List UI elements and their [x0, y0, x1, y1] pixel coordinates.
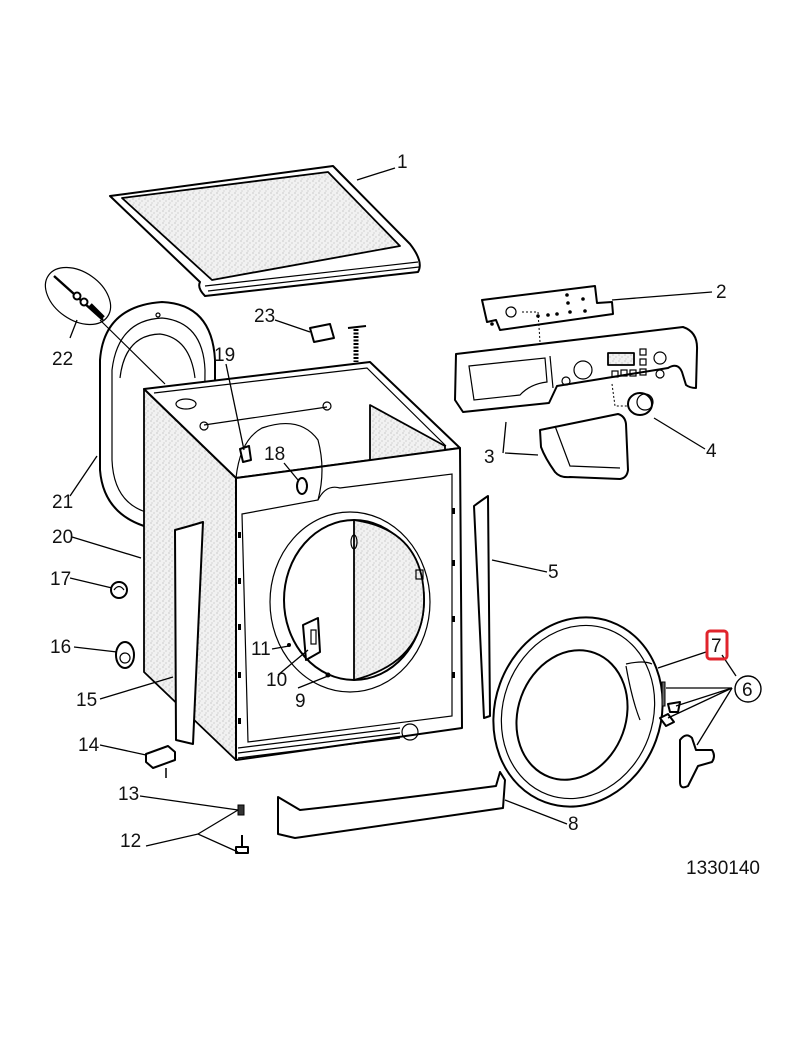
part-clip[interactable] — [239, 445, 252, 463]
part-left-trim-strip[interactable] — [174, 521, 204, 745]
callout-8[interactable]: 8 — [568, 814, 579, 835]
part-control-board[interactable] — [481, 285, 614, 331]
diagram-reference-number: 1330140 — [686, 858, 760, 879]
callout-22[interactable]: 22 — [52, 349, 73, 370]
callout-11[interactable]: 11 — [251, 639, 271, 660]
callout-9[interactable]: 9 — [295, 691, 306, 712]
callout-19[interactable]: 19 — [214, 345, 235, 366]
part-adjustable-foot[interactable] — [235, 835, 249, 854]
callout-5[interactable]: 5 — [548, 562, 559, 583]
part-corner-bracket[interactable] — [145, 745, 176, 778]
part-control-knob[interactable] — [627, 392, 654, 416]
part-control-panel[interactable] — [454, 326, 699, 413]
part-door-assembly[interactable] — [467, 593, 689, 830]
callout-labels: 1 2 3 4 5 6 7 8 9 10 11 12 13 14 15 16 1… — [50, 152, 762, 852]
callout-1[interactable]: 1 — [397, 152, 408, 173]
callout-2[interactable]: 2 — [716, 282, 727, 303]
part-cabinet[interactable] — [143, 361, 463, 761]
part-right-trim-strip[interactable] — [473, 495, 491, 719]
part-plinth[interactable] — [277, 771, 506, 839]
leader-lines — [69, 167, 737, 853]
callout-18[interactable]: 18 — [264, 444, 285, 465]
callout-3[interactable]: 3 — [484, 447, 495, 468]
callout-21[interactable]: 21 — [52, 492, 73, 513]
part-door-handle-kit[interactable] — [659, 681, 715, 789]
callout-23[interactable]: 23 — [254, 306, 275, 327]
part-grommet[interactable] — [110, 581, 128, 599]
part-cable-clamp[interactable] — [115, 641, 135, 669]
callout-17[interactable]: 17 — [50, 569, 71, 590]
callout-6[interactable]: 6 — [742, 680, 753, 701]
part-top-cover[interactable] — [109, 165, 421, 297]
callout-15[interactable]: 15 — [76, 690, 97, 711]
part-dispenser-handle[interactable] — [539, 413, 629, 480]
callout-12[interactable]: 12 — [120, 831, 141, 852]
part-plug-cap[interactable] — [296, 477, 308, 495]
callout-10[interactable]: 10 — [266, 670, 287, 691]
callout-7-highlight — [705, 629, 729, 661]
part-door-hinge[interactable] — [302, 617, 321, 661]
part-foot-nut[interactable] — [237, 804, 245, 816]
callout-16[interactable]: 16 — [50, 637, 71, 658]
callout-14[interactable]: 14 — [78, 735, 100, 756]
part-suspension-spring-hook[interactable] — [309, 323, 367, 362]
part-rear-panel-screw-kit[interactable] — [35, 256, 122, 337]
callout-13[interactable]: 13 — [118, 784, 139, 805]
callout-4[interactable]: 4 — [706, 441, 717, 462]
callout-6-ring — [734, 675, 762, 703]
callout-7[interactable]: 7 — [711, 636, 722, 657]
callout-20[interactable]: 20 — [52, 527, 73, 548]
